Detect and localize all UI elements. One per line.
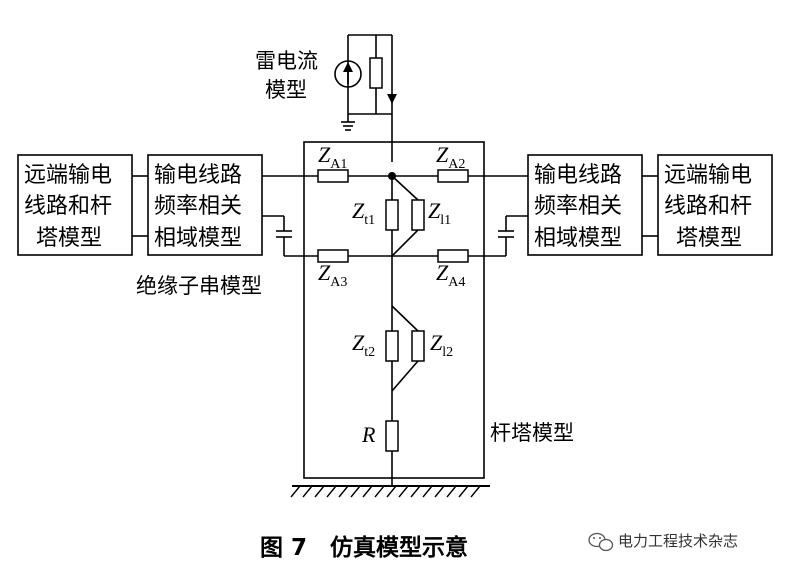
remote-line-tower-left: 远端输电 线路和杆 塔模型 <box>17 154 133 256</box>
svg-text:塔模型: 塔模型 <box>36 226 102 251</box>
lightning-model-label-2: 模型 <box>265 78 307 102</box>
resistor-zt1 <box>385 199 399 231</box>
label-zt1: Zt1 <box>352 198 375 228</box>
ground-icon <box>341 121 355 131</box>
source-parallel-resistor <box>369 57 383 89</box>
tower-model-frame <box>303 141 485 479</box>
ground-hatch-line <box>350 485 361 498</box>
label-zt2: Zt2 <box>352 330 375 360</box>
ground-hatch-line <box>446 485 457 498</box>
svg-text:远端输电: 远端输电 <box>24 163 112 188</box>
label-za2: ZA2 <box>436 142 465 172</box>
label-za1: ZA1 <box>318 142 347 172</box>
resistor-zl1 <box>411 199 425 231</box>
ground-hatch-line <box>338 485 349 498</box>
ground-hatch-line <box>374 485 385 498</box>
svg-text:相域模型: 相域模型 <box>154 226 242 251</box>
ground-hatch-line <box>290 485 301 498</box>
ground-hatch-line <box>470 485 481 498</box>
svg-text:频率相关: 频率相关 <box>534 194 622 219</box>
earth-ground-icon <box>290 485 490 498</box>
figure-caption: 图 7 仿真模型示意 <box>260 534 468 561</box>
insulator-capacitor-left <box>262 215 292 256</box>
insulator-string-label: 绝缘子串模型 <box>136 274 262 298</box>
resistor-zt2 <box>385 330 399 362</box>
wechat-icon <box>588 532 614 552</box>
freq-dependent-model-left: 输电线路 频率相关 相域模型 <box>147 154 263 256</box>
svg-text:相域模型: 相域模型 <box>534 226 622 251</box>
ground-hatch-line <box>362 485 373 498</box>
label-zl1: Zl1 <box>428 198 451 228</box>
label-za4: ZA4 <box>436 260 465 290</box>
svg-text:线路和杆: 线路和杆 <box>24 194 112 219</box>
remote-line-tower-right: 远端输电 线路和杆 塔模型 <box>657 154 773 256</box>
svg-text:频率相关: 频率相关 <box>154 194 242 219</box>
lightning-current-model: 雷电流 模型 <box>255 34 397 162</box>
ground-hatch-line <box>398 485 409 498</box>
label-za3: ZA3 <box>318 260 347 290</box>
svg-text:远端输电: 远端输电 <box>664 163 752 188</box>
ground-hatch-line <box>314 485 325 498</box>
label-zl2: Zl2 <box>430 330 453 360</box>
freq-dependent-model-right: 输电线路 频率相关 相域模型 <box>527 154 643 256</box>
lightning-model-label-1: 雷电流 <box>255 49 318 73</box>
watermark-text: 电力工程技术杂志 <box>618 532 738 550</box>
ground-hatch-line <box>326 485 337 498</box>
label-r: R <box>361 422 376 447</box>
ground-hatch-line <box>410 485 421 498</box>
ground-hatch-line <box>302 485 313 498</box>
current-arrow-icon <box>387 94 397 104</box>
insulator-capacitor-right <box>498 215 528 256</box>
current-source-icon <box>334 60 362 88</box>
ground-hatch-line <box>458 485 469 498</box>
svg-text:输电线路: 输电线路 <box>154 163 242 188</box>
resistor-r <box>385 420 399 452</box>
resistor-zl2 <box>411 330 425 362</box>
tower-model-label: 杆塔模型 <box>490 421 574 445</box>
ground-hatch-line <box>422 485 433 498</box>
ground-hatch-line <box>386 485 397 498</box>
svg-text:线路和杆: 线路和杆 <box>664 194 752 219</box>
svg-text:输电线路: 输电线路 <box>534 163 622 188</box>
ground-hatch-line <box>434 485 445 498</box>
svg-text:塔模型: 塔模型 <box>676 226 742 251</box>
